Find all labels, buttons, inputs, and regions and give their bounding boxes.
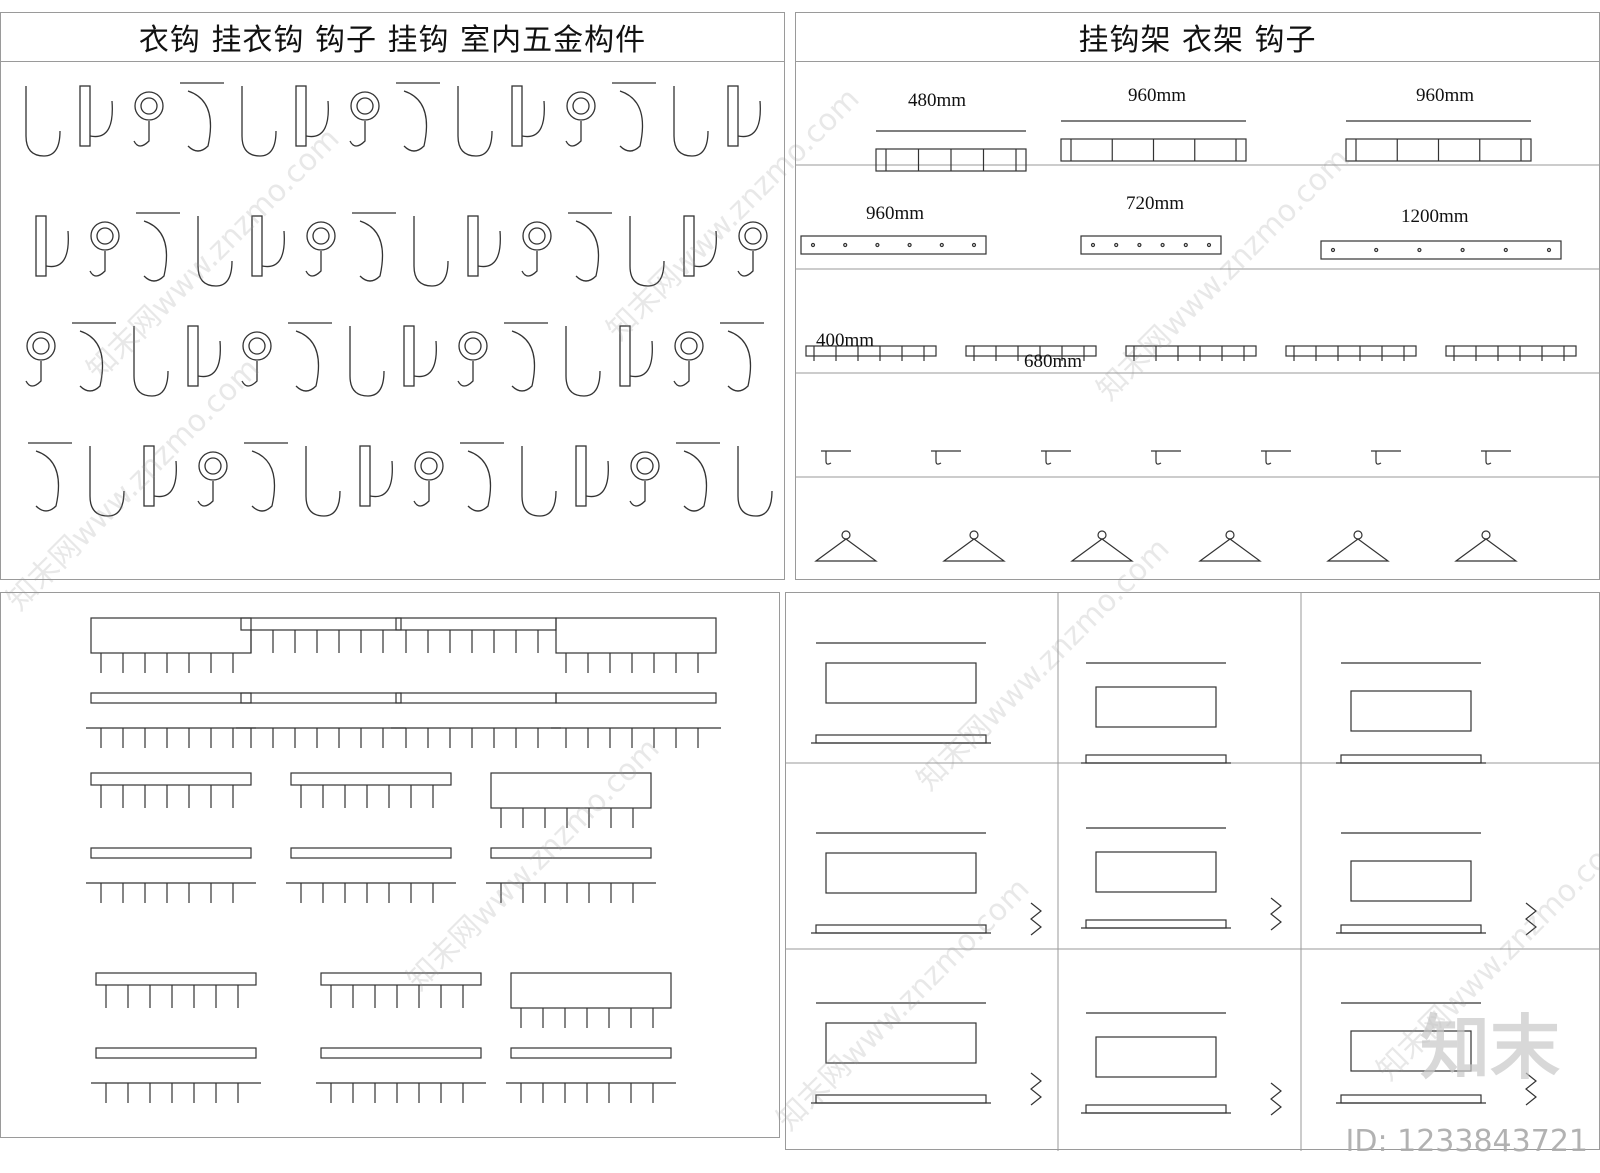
- dim-480: 480mm: [908, 90, 967, 111]
- hooks-panel-title: 衣钩 挂衣钩 钩子 挂钩 室内五金构件: [1, 13, 784, 62]
- dim-960-c: 960mm: [866, 203, 925, 224]
- dim-720: 720mm: [1126, 193, 1185, 214]
- drying-racks-drawings: [86, 617, 721, 1103]
- hooks-drawings: [25, 82, 773, 517]
- dim-960-b: 960mm: [1416, 85, 1475, 106]
- brand-logo: 知末: [1420, 1007, 1560, 1089]
- racks-panel-title: 挂钩架 衣架 钩子: [796, 13, 1599, 62]
- image-id: ID: 1233843721: [1345, 1124, 1588, 1159]
- racks-panel: 挂钩架 衣架 钩子 480mm 960mm 960mm 960mm 720mm …: [795, 12, 1600, 580]
- hooks-panel: 衣钩 挂衣钩 钩子 挂钩 室内五金构件: [0, 12, 785, 580]
- electric-racks-drawings: [786, 593, 1600, 1151]
- dim-960-a: 960mm: [1128, 85, 1187, 106]
- racks-drawings: [796, 120, 1600, 562]
- dim-400: 400mm: [816, 330, 875, 351]
- electric-racks-panel: [785, 592, 1600, 1151]
- dim-1200: 1200mm: [1401, 206, 1469, 227]
- dim-680: 680mm: [1024, 351, 1083, 372]
- drying-racks-panel: [0, 592, 780, 1138]
